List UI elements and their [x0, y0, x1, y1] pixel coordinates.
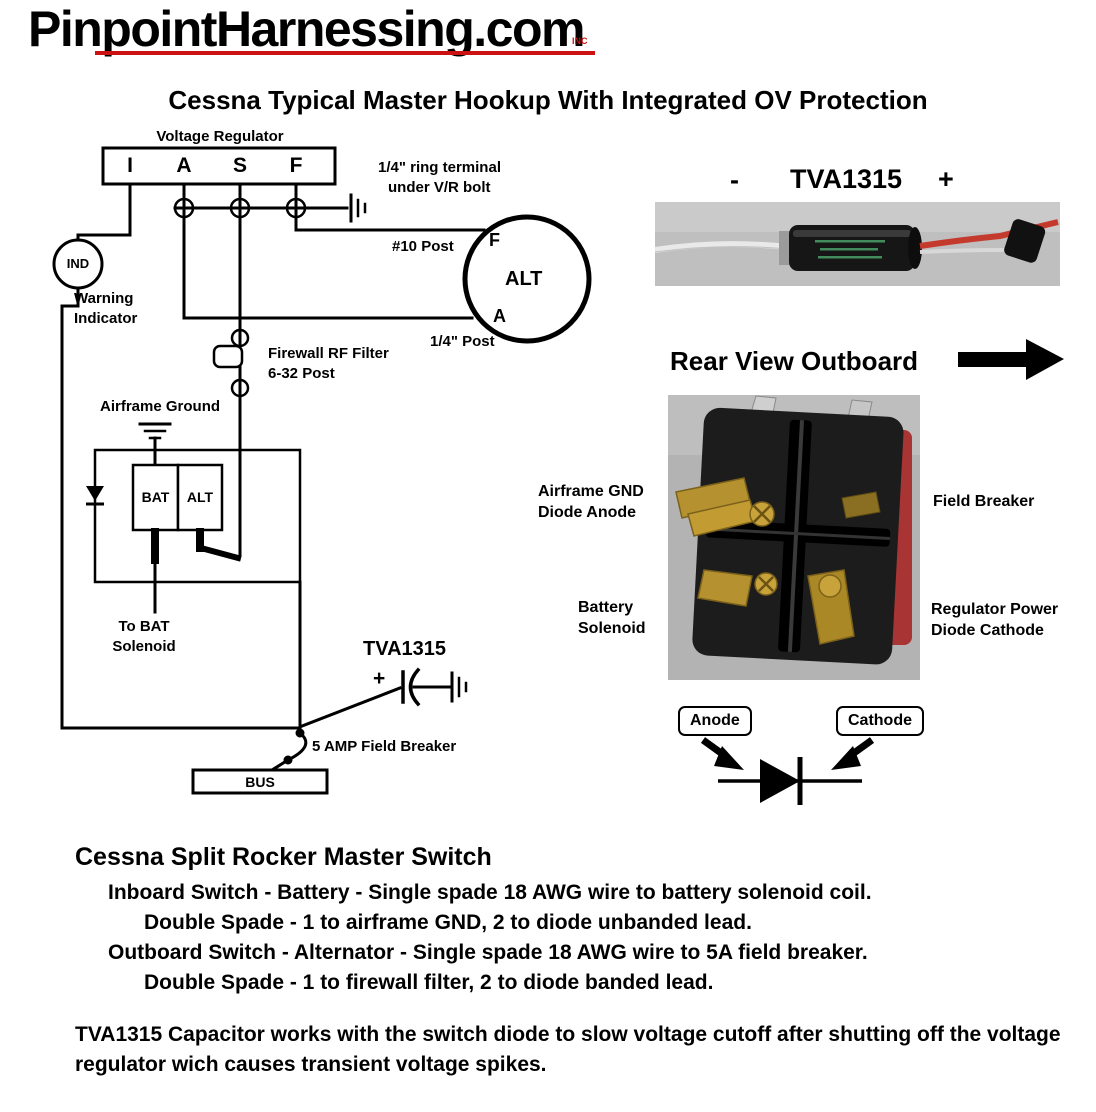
firewall-filter-box [212, 344, 244, 369]
ring-terminal-note-line1: 1/4" ring terminal [378, 159, 501, 176]
notes-line3: Outboard Switch - Alternator - Single sp… [108, 941, 868, 964]
voltage-regulator-label: Voltage Regulator [156, 128, 284, 145]
logo: PinpointHarnessing.com [28, 1, 585, 57]
wiring-lines [52, 146, 592, 795]
post-10-label: #10 Post [392, 238, 454, 255]
terminal-battery-solenoid [697, 569, 753, 607]
regulator-line1: Regulator Power [931, 601, 1059, 618]
alternator-circle [462, 214, 592, 344]
alt-rocker-label: ALT [186, 489, 214, 505]
notes-line1: Inboard Switch - Battery - Single spade … [108, 881, 872, 904]
battery-line2: Solenoid [578, 619, 646, 637]
vr-terminal-a: A [176, 154, 192, 177]
terminal-field-breaker [841, 491, 881, 519]
rear-view-title: Rear View Outboard [670, 346, 919, 376]
capacitor-plus-sign: + [373, 667, 386, 690]
cathode-arrow-icon [831, 737, 875, 770]
voltage-regulator-box [101, 146, 337, 186]
ring-terminal-note-line2: under V/R bolt [388, 178, 491, 196]
vr-terminal-s: S [232, 154, 247, 177]
switch-photo [668, 395, 920, 680]
rear-view-arrow-icon [958, 339, 1064, 380]
bat-rocker-box [131, 463, 180, 532]
notes-footer: TVA1315 Capacitor works with the switch … [75, 1023, 1061, 1077]
schematic-canvas [52, 146, 1064, 805]
battery-line1: Battery [578, 599, 634, 616]
notes-line2: Double Spade - 1 to airframe GND, 2 to d… [144, 911, 752, 934]
logo-underline [95, 51, 595, 55]
bat-rocker-label: BAT [141, 489, 170, 505]
quarter-post-label: 1/4" Post [430, 333, 495, 350]
capacitor-schematic-label: TVA1315 [363, 638, 447, 660]
indicator-label: IND [66, 256, 90, 271]
logo-inc: INC [572, 36, 588, 46]
regulator-line2: Diode Cathode [931, 621, 1044, 639]
warning-line2: Indicator [74, 309, 138, 327]
battery-solenoid-photo-label: Battery Solenoid [578, 598, 646, 640]
capacitor-photo-minus: - [730, 165, 739, 195]
airframe-ground-label: Airframe Ground [100, 398, 221, 415]
page-title: Cessna Typical Master Hookup With Integr… [168, 85, 928, 115]
airframe-gnd-line1: Airframe GND [538, 483, 644, 500]
bat-solenoid-label: To BAT Solenoid [102, 617, 186, 656]
alternator-label: ALT [505, 268, 543, 290]
vr-terminal-f: F [289, 154, 303, 177]
notes-heading: Cessna Split Rocker Master Switch [75, 843, 492, 871]
solenoid-line1: To BAT [118, 618, 170, 635]
warning-indicator-label: Warning Indicator [74, 289, 137, 328]
capacitor-photo-title: TVA1315 [790, 164, 903, 194]
notes-line4: Double Spade - 1 to firewall filter, 2 t… [144, 971, 714, 994]
anode-arrow-icon [700, 737, 744, 770]
field-breaker-schematic-label: 5 AMP Field Breaker [312, 738, 457, 755]
field-breaker-photo-label: Field Breaker [933, 493, 1035, 510]
vr-terminal-i: I [127, 154, 133, 177]
switch-outline [93, 448, 302, 584]
capacitor-photo-plus: + [938, 164, 954, 194]
filter-line2: 6-32 Post [268, 364, 335, 382]
diode-symbol [718, 757, 862, 805]
bus-label: BUS [245, 774, 275, 790]
ring-terminal-note: 1/4" ring terminal under V/R bolt [378, 158, 501, 197]
filter-line1: Firewall RF Filter [268, 345, 389, 362]
warning-line1: Warning [74, 290, 134, 307]
anode-tag: Anode [678, 706, 752, 736]
switch-diode-symbol [86, 486, 104, 506]
regulator-power-label: Regulator Power Diode Cathode [931, 600, 1058, 642]
alt-terminal-a-label: A [493, 306, 506, 326]
firewall-filter-label: Firewall RF Filter 6-32 Post [268, 344, 389, 383]
solenoid-line2: Solenoid [112, 637, 176, 655]
airframe-gnd-line2: Diode Anode [538, 503, 637, 521]
capacitor-photo [654, 202, 1060, 286]
airframe-gnd-anode-label: Airframe GND Diode Anode [538, 482, 644, 524]
alt-terminal-f-label: F [489, 230, 500, 250]
bus-box [191, 768, 329, 795]
cathode-tag: Cathode [836, 706, 924, 736]
